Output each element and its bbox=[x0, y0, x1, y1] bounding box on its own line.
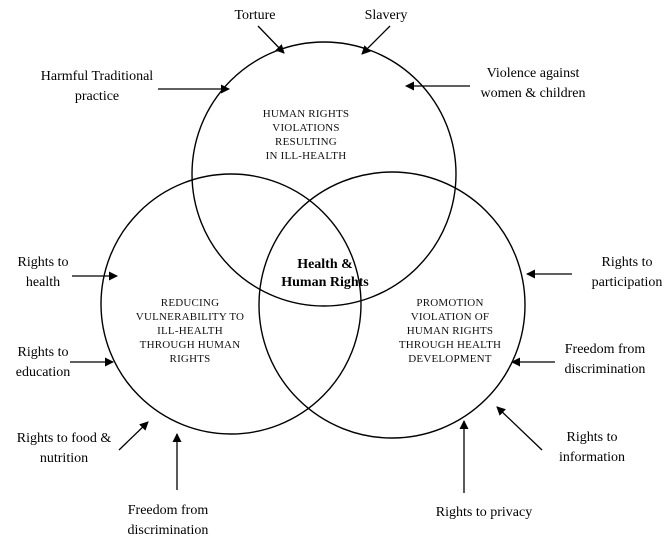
label-freedom-from-discrimination-left-line: discrimination bbox=[128, 523, 209, 538]
arrow-rights-to-information bbox=[496, 406, 543, 451]
label-slavery: Slavery bbox=[365, 8, 408, 23]
arrow-slavery bbox=[361, 25, 391, 55]
label-rights-to-information-line: information bbox=[559, 450, 625, 465]
center-label: Health & Human Rights bbox=[281, 257, 369, 290]
right-circle-text-line: VIOLATION OF bbox=[411, 311, 489, 323]
label-rights-to-privacy: Rights to privacy bbox=[436, 505, 532, 520]
label-freedom-from-discrimination-right-line: discrimination bbox=[565, 362, 646, 377]
arrow-torture bbox=[257, 25, 285, 54]
left-circle-text-line: THROUGH HUMAN bbox=[140, 339, 241, 351]
label-rights-to-participation-line: participation bbox=[592, 275, 663, 290]
top-circle-text-line: VIOLATIONS bbox=[272, 122, 339, 134]
label-rights-to-participation-line: Rights to bbox=[602, 255, 653, 270]
label-rights-to-education-line: education bbox=[16, 365, 70, 380]
label-freedom-from-discrimination-right-line: Freedom from bbox=[565, 342, 646, 357]
label-rights-to-health-line: health bbox=[26, 275, 60, 290]
label-rights-to-food-nutrition-line: Rights to food & bbox=[17, 431, 112, 446]
center-label-line: Health & bbox=[297, 257, 353, 272]
left-circle-text-line: ILL-HEALTH bbox=[157, 325, 223, 337]
label-rights-to-education-line: Rights to bbox=[18, 345, 69, 360]
label-rights-to-participation: Rights to participation bbox=[592, 255, 663, 290]
label-rights-to-privacy-line: Rights to privacy bbox=[436, 505, 532, 520]
top-circle-text-line: IN ILL-HEALTH bbox=[266, 150, 347, 162]
left-circle bbox=[100, 173, 362, 435]
label-harmful-traditional-practice-line: practice bbox=[75, 89, 119, 104]
left-circle-text-line: REDUCING bbox=[161, 297, 219, 309]
center-label-line: Human Rights bbox=[281, 275, 369, 290]
label-freedom-from-discrimination-right: Freedom from discrimination bbox=[565, 342, 646, 377]
top-circle-text: HUMAN RIGHTS VIOLATIONS RESULTING IN ILL-HE… bbox=[263, 108, 349, 162]
top-circle-text-line: RESULTING bbox=[275, 136, 337, 148]
left-circle-text-line: VULNERABILITY TO bbox=[136, 311, 244, 323]
label-rights-to-health: Rights to health bbox=[18, 255, 69, 290]
right-circle-text-line: PROMOTION bbox=[416, 297, 483, 309]
label-slavery-line: Slavery bbox=[365, 8, 408, 23]
left-circle-text: REDUCING VULNERABILITY TO ILL-HEALTH THROUG… bbox=[136, 297, 244, 365]
right-circle-text-line: HUMAN RIGHTS bbox=[407, 325, 493, 337]
label-rights-to-health-line: Rights to bbox=[18, 255, 69, 270]
label-violence-against-women-children-line: Violence against bbox=[487, 66, 580, 81]
label-rights-to-information: Rights to information bbox=[559, 430, 625, 465]
label-harmful-traditional-practice-line: Harmful Traditional bbox=[41, 69, 153, 84]
label-violence-against-women-children: Violence against women & children bbox=[481, 66, 586, 101]
label-rights-to-food-nutrition: Rights to food & nutrition bbox=[17, 431, 112, 466]
top-circle bbox=[191, 41, 457, 307]
right-circle bbox=[258, 171, 526, 439]
top-circle-text-line: HUMAN RIGHTS bbox=[263, 108, 349, 120]
label-violence-against-women-children-line: women & children bbox=[481, 86, 586, 101]
label-torture-line: Torture bbox=[234, 8, 275, 23]
right-circle-text: PROMOTION VIOLATION OF HUMAN RIGHTS THROUGH… bbox=[399, 297, 501, 365]
arrow-rights-to-food-nutrition bbox=[118, 421, 149, 451]
label-freedom-from-discrimination-left: Freedom from discrimination bbox=[128, 503, 209, 538]
label-harmful-traditional-practice: Harmful Traditional practice bbox=[41, 69, 153, 104]
right-circle-text-line: THROUGH HEALTH bbox=[399, 339, 501, 351]
label-rights-to-education: Rights to education bbox=[16, 345, 70, 380]
label-rights-to-food-nutrition-line: nutrition bbox=[40, 451, 88, 466]
label-freedom-from-discrimination-left-line: Freedom from bbox=[128, 503, 209, 518]
label-torture: Torture bbox=[234, 8, 275, 23]
label-rights-to-information-line: Rights to bbox=[567, 430, 618, 445]
right-circle-text-line: DEVELOPMENT bbox=[408, 353, 492, 365]
left-circle-text-line: RIGHTS bbox=[170, 353, 211, 365]
